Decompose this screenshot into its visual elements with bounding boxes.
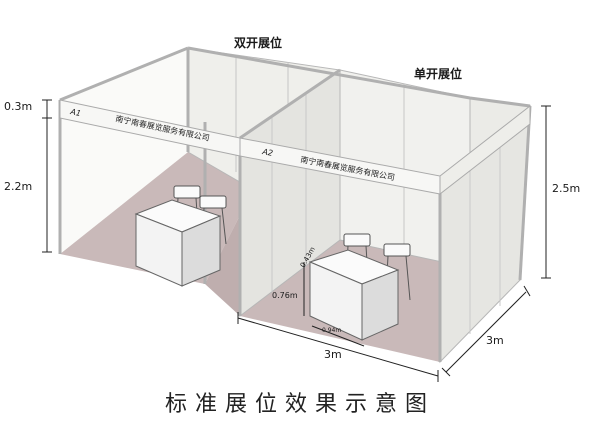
side-wall-a1 xyxy=(60,48,188,254)
dim-wall-label: 2.2m xyxy=(4,180,32,193)
fascia-side xyxy=(439,104,531,196)
booth-a1-code: A1 xyxy=(69,107,82,118)
table-a1-side xyxy=(181,215,221,287)
title-single-booth: 单开展位 xyxy=(414,66,462,81)
dim-fascia-label: 0.3m xyxy=(4,100,32,113)
caption: 标准展位效果示意图 xyxy=(164,392,435,417)
dim-table-height-label: 0.76m xyxy=(272,291,298,300)
dim-width-label: 3m xyxy=(324,348,342,361)
title-double-booth: 双开展位 xyxy=(234,35,282,50)
dim-table-width-label: 0.94m xyxy=(322,327,341,334)
dim-depth-label: 3m xyxy=(486,334,504,347)
table-a2-side xyxy=(361,269,399,341)
booth-a2-code: A2 xyxy=(261,147,274,158)
dimension-lines xyxy=(42,99,551,382)
dim-total-height-label: 2.5m xyxy=(552,182,580,195)
